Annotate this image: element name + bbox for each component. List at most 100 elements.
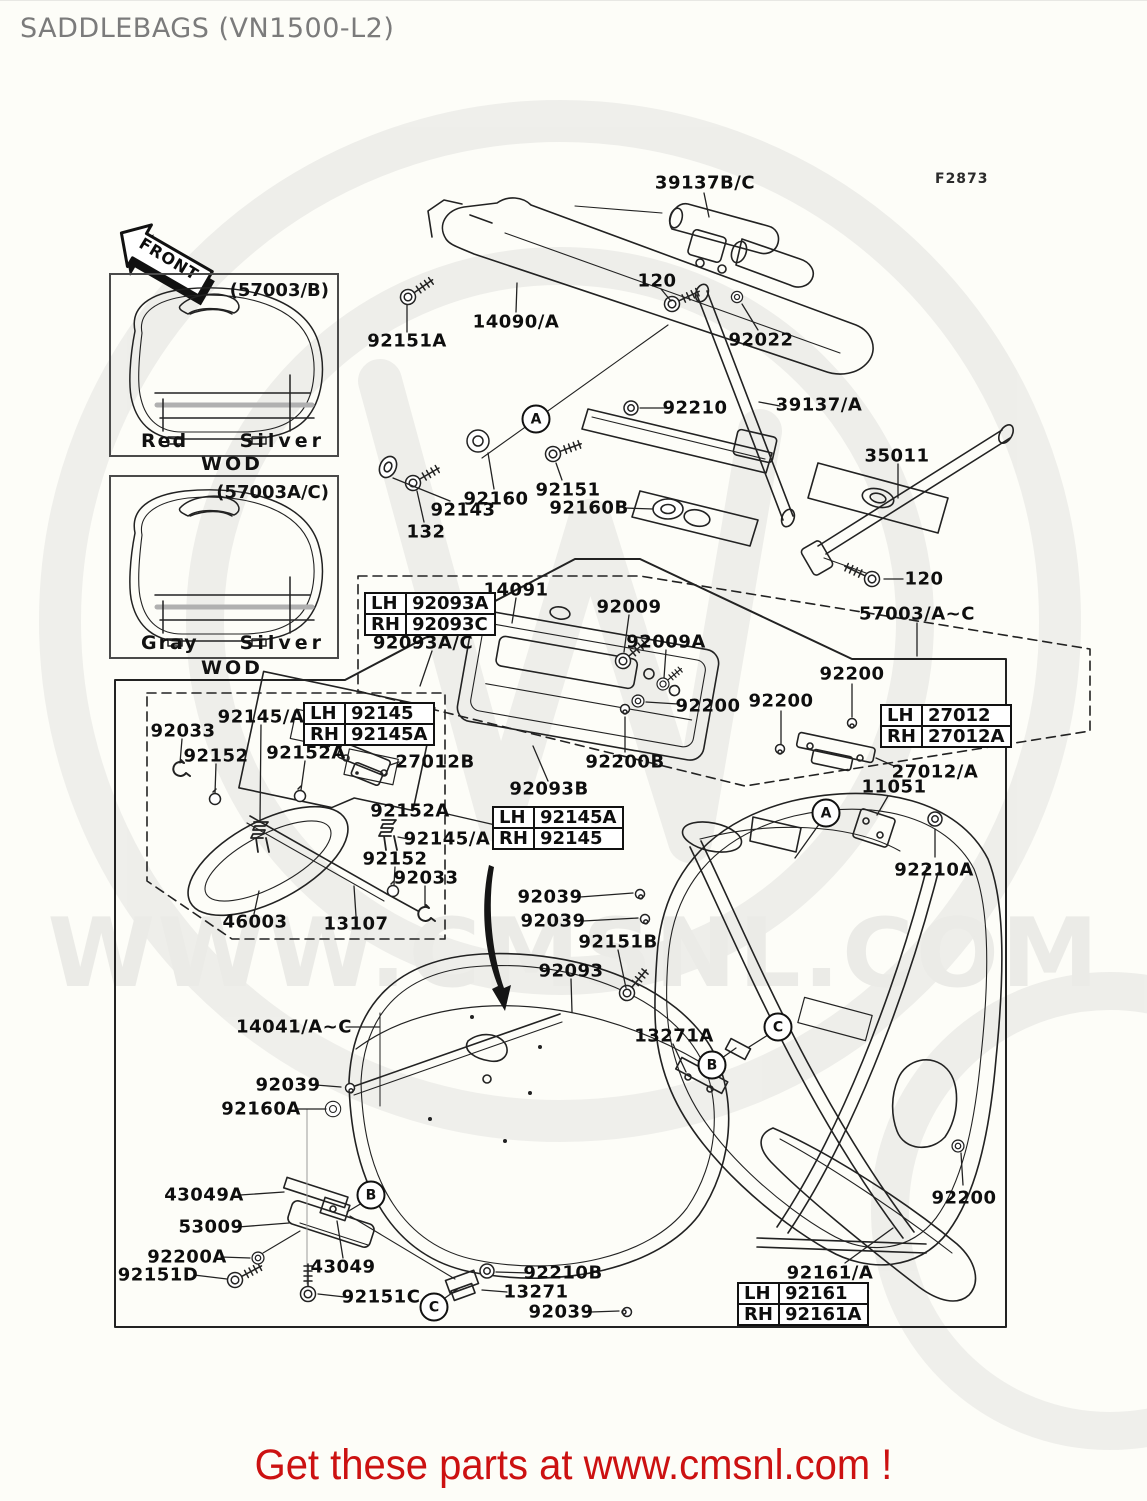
part-number-cell: 27012A <box>920 725 1012 748</box>
part-number-cell: 92145 <box>532 827 624 850</box>
part-label: 92160A <box>221 1098 301 1120</box>
reference-marker-a: A <box>521 404 551 434</box>
figure-code: F2873 <box>935 171 989 187</box>
part-number-cell: 27012 <box>920 704 1012 727</box>
part-label: 13107 <box>323 913 389 935</box>
part-label: 92210 <box>662 397 728 419</box>
part-label: 14091 <box>483 579 549 601</box>
reference-marker-b: B <box>697 1050 727 1080</box>
part-label: 92160B <box>549 497 629 519</box>
part-label: 39137B/C <box>654 172 756 194</box>
inset-color-label: Silver <box>239 430 325 452</box>
part-label: 92009 <box>596 596 662 618</box>
part-number-cell: 92145A <box>343 723 435 746</box>
reference-marker-b: B <box>356 1180 386 1210</box>
inset-part-code: (57003/B) <box>229 280 329 301</box>
part-label: 13271A <box>634 1025 714 1047</box>
part-label: 92145/A <box>403 828 491 850</box>
inset-color-label: Gray <box>141 632 199 654</box>
part-label: 92210B <box>523 1262 603 1284</box>
part-label: 35011 <box>864 445 930 467</box>
part-label: 92039 <box>255 1074 321 1096</box>
side-cell: LH <box>364 592 407 615</box>
inset-color-label: Silver <box>239 632 325 654</box>
part-label: 27012B <box>395 751 475 773</box>
inset-color-label: Red <box>141 430 189 452</box>
part-label: 92152 <box>183 745 249 767</box>
part-label: 92143 <box>430 499 496 521</box>
part-label: 92161/A <box>786 1262 874 1284</box>
part-number-cell: 92161A <box>777 1303 869 1326</box>
part-label: 92151D <box>117 1264 199 1286</box>
cmsnl-banner-link[interactable]: Get these parts at www.cmsnl.com ! <box>254 1441 893 1489</box>
part-label: 120 <box>637 270 677 292</box>
color-option-inset-gray: (57003A/C) Gray Silver <box>109 475 339 659</box>
part-label: 92200 <box>931 1187 997 1209</box>
inset-caption: WOD <box>201 453 263 475</box>
side-cell: LH <box>303 702 346 725</box>
part-label: 43049A <box>164 1184 244 1206</box>
reference-marker-a: A <box>811 798 841 828</box>
side-cell: RH <box>737 1303 780 1326</box>
part-label: 92200 <box>819 663 885 685</box>
part-number-cell: 92145 <box>343 702 435 725</box>
page-title: SADDLEBAGS (VN1500-L2) <box>20 13 395 44</box>
part-label: 92200A <box>147 1246 227 1268</box>
part-label: 92152A <box>370 800 450 822</box>
part-number-cell: 92145A <box>532 806 624 829</box>
part-label: 13271 <box>503 1281 569 1303</box>
inset-caption: WOD <box>201 657 263 679</box>
side-cell: LH <box>737 1282 780 1305</box>
part-label: 92151C <box>341 1286 421 1308</box>
color-option-inset-red: (57003/B) Red Silver <box>109 273 339 457</box>
part-label: 92093A/C <box>372 632 474 654</box>
part-label: 92039 <box>528 1301 594 1323</box>
reference-marker-c: C <box>419 1292 449 1322</box>
side-cell: RH <box>880 725 923 748</box>
side-cell: RH <box>492 827 535 850</box>
part-label: 92093B <box>509 778 589 800</box>
part-number-cell: 92093C <box>404 613 496 636</box>
side-cell: LH <box>492 806 535 829</box>
reference-marker-c: C <box>763 1012 793 1042</box>
part-label: 92033 <box>150 720 216 742</box>
part-label: 92210A <box>894 859 974 881</box>
part-number-cell: 92161 <box>777 1282 869 1305</box>
part-label: 14041/A~C <box>236 1016 352 1038</box>
part-number-cell: 92093A <box>404 592 496 615</box>
part-label: 27012/A <box>891 761 979 783</box>
part-label: 92039 <box>517 886 583 908</box>
part-label: 92160 <box>463 488 529 510</box>
part-label: 53009 <box>178 1216 244 1238</box>
part-label: 92039 <box>520 910 586 932</box>
part-label: 132 <box>406 521 446 543</box>
side-cell: RH <box>364 613 407 636</box>
part-label: 92093 <box>538 960 604 982</box>
part-label: 120 <box>904 568 944 590</box>
part-label: 57003/A~C <box>859 603 975 625</box>
part-label: 11051 <box>861 776 927 798</box>
part-label: 46003 <box>222 911 288 933</box>
part-label: 92152A <box>266 742 346 764</box>
side-cell: RH <box>303 723 346 746</box>
part-label: 92151B <box>578 931 658 953</box>
part-label: 92022 <box>728 329 794 351</box>
part-label: 14090/A <box>472 311 560 333</box>
part-label: 92200B <box>585 751 665 773</box>
side-cell: LH <box>880 704 923 727</box>
part-label: 92151A <box>367 330 447 352</box>
part-label: 92009A <box>626 631 706 653</box>
part-label: 92152 <box>362 848 428 870</box>
part-label: 92151 <box>535 479 601 501</box>
part-label: 92145/A <box>217 706 305 728</box>
part-label: 92200 <box>675 695 741 717</box>
part-label: 39137/A <box>775 394 863 416</box>
part-label: 92200 <box>748 690 814 712</box>
